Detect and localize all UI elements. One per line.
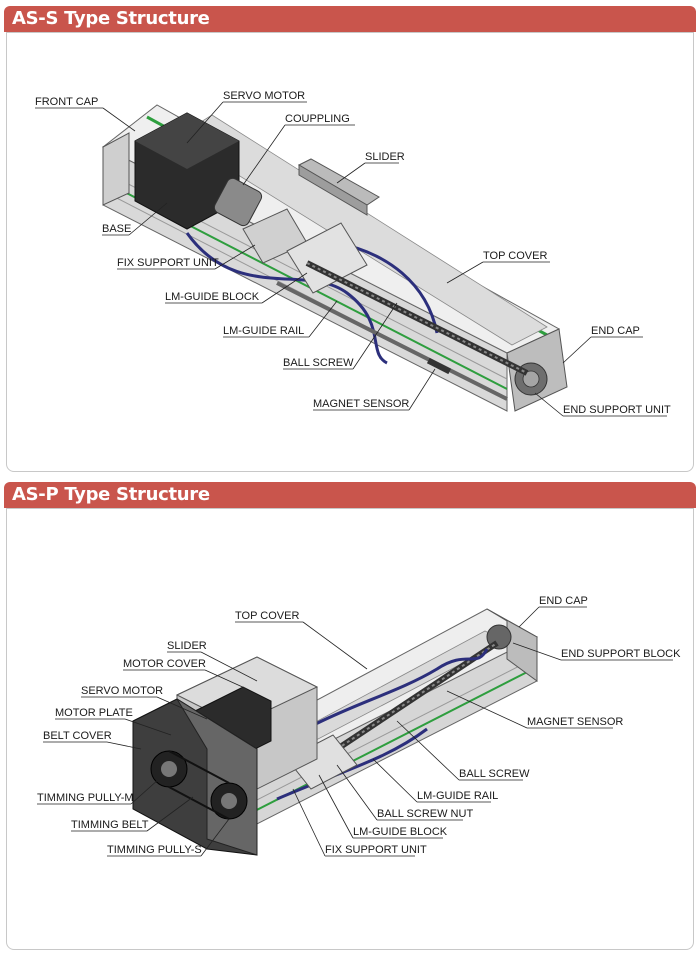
- svg-text:SLIDER: SLIDER: [167, 640, 207, 652]
- as-s-label-servo-motor: SERVO MOTOR: [186, 90, 307, 144]
- svg-text:END CAP: END CAP: [539, 595, 588, 607]
- as-p-label-slider: SLIDER: [167, 640, 258, 682]
- svg-text:SERVO MOTOR: SERVO MOTOR: [223, 90, 305, 102]
- as-p-label-timming-pully-s: TIMMING PULLY-S: [107, 818, 230, 857]
- section-header-as-s: AS-S Type Structure: [4, 6, 696, 32]
- svg-text:SLIDER: SLIDER: [365, 151, 405, 163]
- as-p-label-top-cover: TOP COVER: [235, 610, 368, 670]
- svg-text:TOP COVER: TOP COVER: [235, 610, 299, 622]
- svg-text:MAGNET SENSOR: MAGNET SENSOR: [527, 716, 623, 728]
- svg-text:LM-GUIDE BLOCK: LM-GUIDE BLOCK: [165, 291, 260, 303]
- as-s-label-fix-support-unit: FIX SUPPORT UNIT: [117, 244, 256, 270]
- svg-text:BALL SCREW: BALL SCREW: [459, 768, 530, 780]
- section-header-as-p: AS-P Type Structure: [4, 482, 696, 508]
- svg-text:MOTOR PLATE: MOTOR PLATE: [55, 707, 133, 719]
- svg-text:BALL SCREW: BALL SCREW: [283, 357, 354, 369]
- svg-text:COUPPLING: COUPPLING: [285, 113, 350, 125]
- as-p-label-end-support-block: END SUPPORT BLOCK: [512, 642, 681, 661]
- svg-text:MOTOR COVER: MOTOR COVER: [123, 658, 206, 670]
- svg-text:BELT COVER: BELT COVER: [43, 730, 112, 742]
- as-p-label-motor-cover: MOTOR COVER: [123, 658, 248, 690]
- as-p-label-motor-plate: MOTOR PLATE: [55, 707, 172, 736]
- as-s-structure-diagram: FRONT CAP SERVO MOTOR COUPPLING SLIDER B…: [35, 90, 671, 417]
- svg-text:MAGNET SENSOR: MAGNET SENSOR: [313, 398, 409, 410]
- as-p-label-fix-support-unit: FIX SUPPORT UNIT: [292, 788, 427, 857]
- as-p-label-end-cap: END CAP: [518, 595, 588, 628]
- svg-text:TOP COVER: TOP COVER: [483, 250, 547, 262]
- as-s-label-base: BASE: [102, 202, 168, 236]
- svg-text:LM-GUIDE BLOCK: LM-GUIDE BLOCK: [353, 826, 448, 838]
- as-p-label-lm-guide-block: LM-GUIDE BLOCK: [318, 774, 448, 839]
- as-s-label-lm-guide-rail: LM-GUIDE RAIL: [223, 300, 338, 338]
- as-p-label-lm-guide-rail: LM-GUIDE RAIL: [372, 758, 498, 803]
- svg-text:END SUPPORT UNIT: END SUPPORT UNIT: [563, 404, 671, 416]
- as-s-label-coupling: COUPPLING: [242, 113, 355, 186]
- as-s-label-lm-guide-block: LM-GUIDE BLOCK: [165, 272, 308, 304]
- svg-text:BALL SCREW NUT: BALL SCREW NUT: [377, 808, 473, 820]
- svg-text:TIMMING PULLY-S: TIMMING PULLY-S: [107, 844, 202, 856]
- section-title: AS-P Type Structure: [12, 484, 210, 505]
- section-title: AS-S Type Structure: [12, 8, 210, 29]
- as-s-actuator-illustration: [102, 104, 568, 412]
- svg-text:LM-GUIDE RAIL: LM-GUIDE RAIL: [223, 325, 304, 337]
- svg-text:FRONT CAP: FRONT CAP: [35, 96, 98, 108]
- as-p-label-servo-motor: SERVO MOTOR: [81, 685, 208, 720]
- svg-text:FIX SUPPORT UNIT: FIX SUPPORT UNIT: [117, 257, 219, 269]
- as-p-label-magnet-sensor: MAGNET SENSOR: [446, 690, 623, 729]
- as-s-label-end-support-unit: END SUPPORT UNIT: [534, 392, 671, 417]
- panel-as-p: END CAP TOP COVER END SUPPORT BLOCK SLID…: [6, 508, 694, 950]
- as-s-label-front-cap: FRONT CAP: [35, 96, 136, 132]
- as-p-label-ball-screw-nut: BALL SCREW NUT: [336, 764, 473, 821]
- as-p-structure-diagram: END CAP TOP COVER END SUPPORT BLOCK SLID…: [37, 595, 681, 857]
- as-s-label-top-cover: TOP COVER: [446, 250, 550, 284]
- as-p-label-belt-cover: BELT COVER: [43, 730, 142, 750]
- as-p-label-timming-pully-m: TIMMING PULLY-M: [37, 778, 160, 805]
- svg-text:FIX SUPPORT UNIT: FIX SUPPORT UNIT: [325, 844, 427, 856]
- svg-text:END CAP: END CAP: [591, 325, 640, 337]
- panel-as-s: FRONT CAP SERVO MOTOR COUPPLING SLIDER B…: [6, 32, 694, 472]
- as-s-label-slider: SLIDER: [336, 151, 405, 184]
- svg-text:BASE: BASE: [102, 223, 131, 235]
- as-s-label-magnet-sensor: MAGNET SENSOR: [313, 368, 436, 411]
- as-s-label-ball-screw: BALL SCREW: [283, 302, 398, 370]
- as-p-actuator-illustration: [132, 608, 539, 856]
- svg-text:TIMMING PULLY-M: TIMMING PULLY-M: [37, 792, 134, 804]
- svg-text:LM-GUIDE RAIL: LM-GUIDE RAIL: [417, 790, 498, 802]
- svg-text:TIMMING BELT: TIMMING BELT: [71, 819, 149, 831]
- as-p-label-timming-belt: TIMMING BELT: [71, 796, 194, 832]
- as-p-label-ball-screw: BALL SCREW: [396, 720, 530, 781]
- svg-text:SERVO MOTOR: SERVO MOTOR: [81, 685, 163, 697]
- svg-text:END SUPPORT BLOCK: END SUPPORT BLOCK: [561, 648, 681, 660]
- as-s-label-end-cap: END CAP: [562, 325, 643, 364]
